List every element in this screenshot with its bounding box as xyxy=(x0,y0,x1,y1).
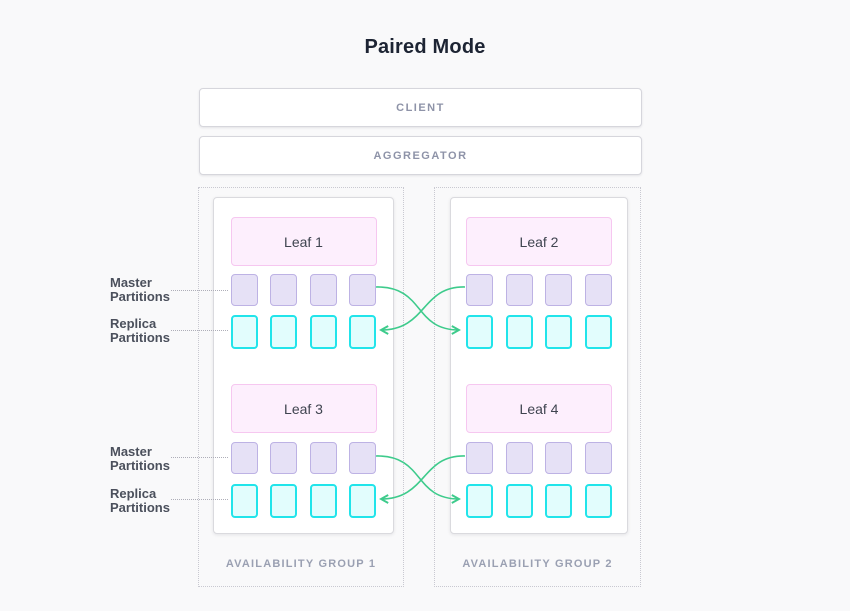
replica-partition xyxy=(349,484,377,518)
leaf-name: Leaf 2 xyxy=(519,233,559,250)
replica-partition-row xyxy=(230,484,377,518)
replica-partition xyxy=(270,484,298,518)
master-partition xyxy=(309,442,337,474)
availability-group-1: Leaf 1 Leaf 3 AVAILABILITY GROUP 1 xyxy=(198,187,404,587)
label-line: Master xyxy=(110,444,152,459)
leaf-box: Leaf 1 xyxy=(230,217,377,266)
master-partition-row xyxy=(466,442,612,474)
replica-partition xyxy=(349,315,377,349)
master-partition-row xyxy=(230,274,377,306)
replica-partitions-label: Replica Partitions xyxy=(110,317,180,344)
aggregator-label: AGGREGATOR xyxy=(373,149,468,162)
master-partition xyxy=(230,274,258,306)
label-line: Master xyxy=(110,275,152,290)
master-partition xyxy=(270,442,298,474)
replica-partition xyxy=(309,484,337,518)
master-partition xyxy=(505,274,533,306)
master-partition xyxy=(466,442,493,474)
label-line: Partitions xyxy=(110,288,170,304)
leaf-host-group-2: Leaf 2 Leaf 4 xyxy=(450,197,628,534)
replica-partition xyxy=(584,315,612,349)
replica-partition xyxy=(230,315,258,349)
replica-partition xyxy=(466,484,493,518)
label-line: Replica xyxy=(110,486,157,501)
master-partition xyxy=(505,442,533,474)
label-connector-line xyxy=(171,290,228,291)
replica-partition xyxy=(309,315,337,349)
label-line: Partitions xyxy=(110,499,170,515)
master-partition xyxy=(545,442,573,474)
replica-partition xyxy=(584,484,612,518)
label-connector-line xyxy=(171,499,228,500)
replica-partition xyxy=(230,484,258,518)
replica-partition-row xyxy=(466,484,612,518)
master-partition xyxy=(349,442,377,474)
leaf-box: Leaf 2 xyxy=(466,217,612,266)
label-connector-line xyxy=(171,330,228,331)
leaf-name: Leaf 3 xyxy=(284,400,323,417)
leaf-name: Leaf 4 xyxy=(519,400,559,417)
client-box: CLIENT xyxy=(199,88,642,127)
replica-partition xyxy=(505,484,533,518)
replica-partition-row xyxy=(230,315,377,349)
replica-partition xyxy=(466,315,493,349)
client-label: CLIENT xyxy=(396,101,445,114)
master-partition-row xyxy=(466,274,612,306)
master-partition xyxy=(545,274,573,306)
label-connector-line xyxy=(171,457,228,458)
master-partition xyxy=(466,274,493,306)
replica-partition-row xyxy=(466,315,612,349)
master-partition xyxy=(584,442,612,474)
master-partition xyxy=(270,274,298,306)
leaf-name: Leaf 1 xyxy=(284,233,323,250)
replica-partitions-label: Replica Partitions xyxy=(110,487,180,514)
replica-partition xyxy=(545,484,573,518)
availability-group-2: Leaf 2 Leaf 4 AVAILABILITY GROUP 2 xyxy=(434,187,641,587)
master-partition-row xyxy=(230,442,377,474)
leaf-host-group-1: Leaf 1 Leaf 3 xyxy=(213,197,394,534)
master-partitions-label: Master Partitions xyxy=(110,276,180,303)
replica-partition xyxy=(545,315,573,349)
leaf-box: Leaf 4 xyxy=(466,384,612,433)
master-partition xyxy=(349,274,377,306)
replica-partition xyxy=(270,315,298,349)
label-line: Replica xyxy=(110,316,157,331)
label-line: Partitions xyxy=(110,329,170,345)
availability-group-2-label: AVAILABILITY GROUP 2 xyxy=(462,558,613,570)
master-partition xyxy=(230,442,258,474)
availability-group-1-label: AVAILABILITY GROUP 1 xyxy=(225,558,377,570)
page-title: Paired Mode xyxy=(364,36,486,58)
master-partitions-label: Master Partitions xyxy=(110,445,180,472)
master-partition xyxy=(584,274,612,306)
replica-partition xyxy=(505,315,533,349)
master-partition xyxy=(309,274,337,306)
label-line: Partitions xyxy=(110,457,170,473)
leaf-box: Leaf 3 xyxy=(230,384,377,433)
aggregator-box: AGGREGATOR xyxy=(199,136,642,175)
